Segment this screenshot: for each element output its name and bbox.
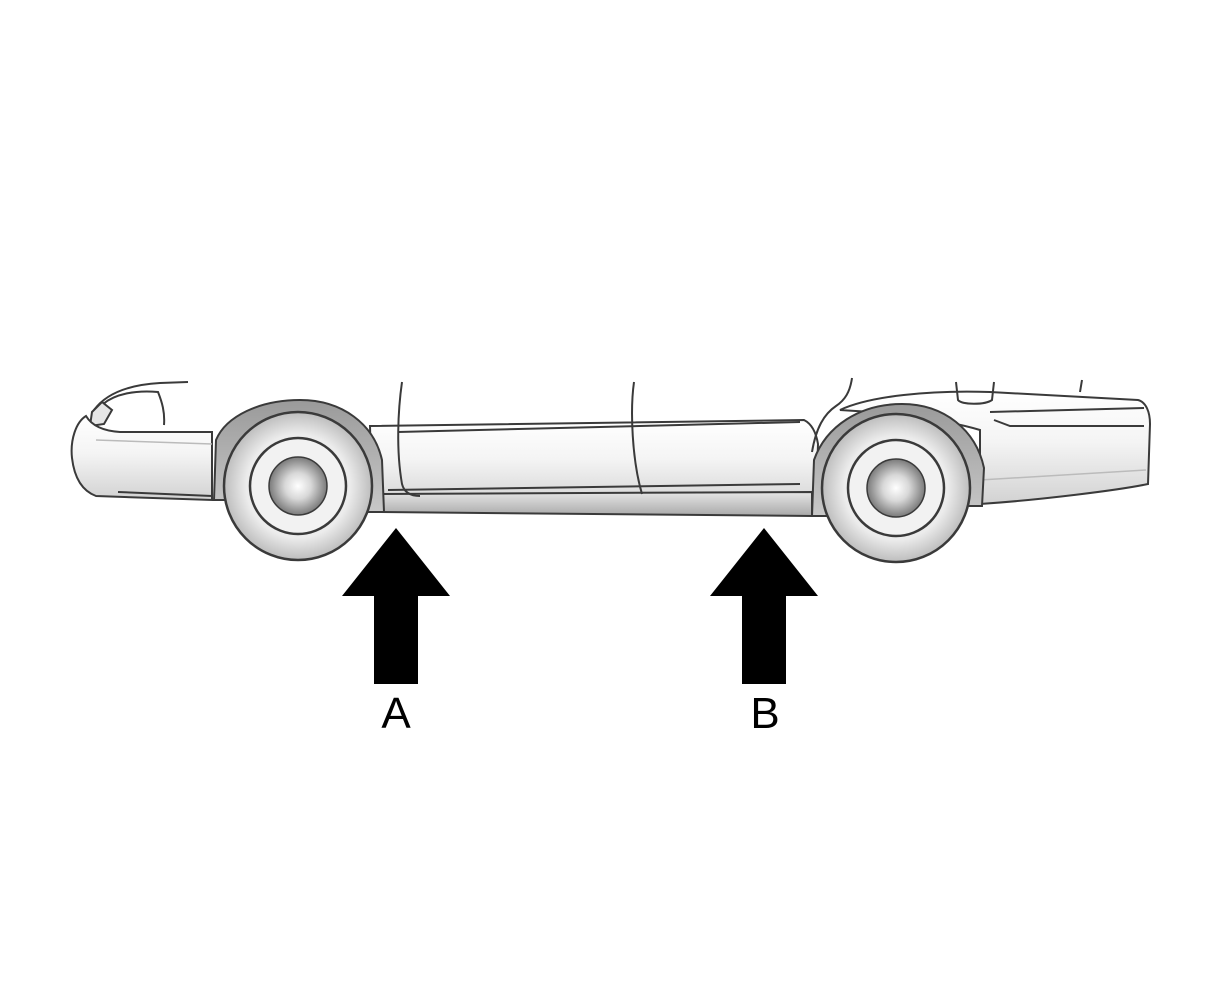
lift-point-a: A	[342, 528, 450, 738]
lift-point-a-label: A	[381, 689, 411, 738]
front-wheel	[222, 410, 374, 562]
lift-point-b-label: B	[750, 689, 779, 738]
rocker-panel	[374, 490, 813, 518]
rear-door-edge	[631, 381, 643, 495]
lift-point-b: B	[710, 528, 818, 738]
front-door-edge	[397, 381, 421, 497]
front-bumper	[70, 414, 213, 502]
arrow-up-icon	[710, 528, 818, 684]
front-hub-icon	[268, 456, 328, 516]
rear-wheel	[820, 412, 972, 564]
headlight	[88, 400, 114, 428]
arrow-up-icon	[342, 528, 450, 684]
rear-hub-icon	[866, 458, 926, 518]
vehicle	[70, 377, 1152, 564]
